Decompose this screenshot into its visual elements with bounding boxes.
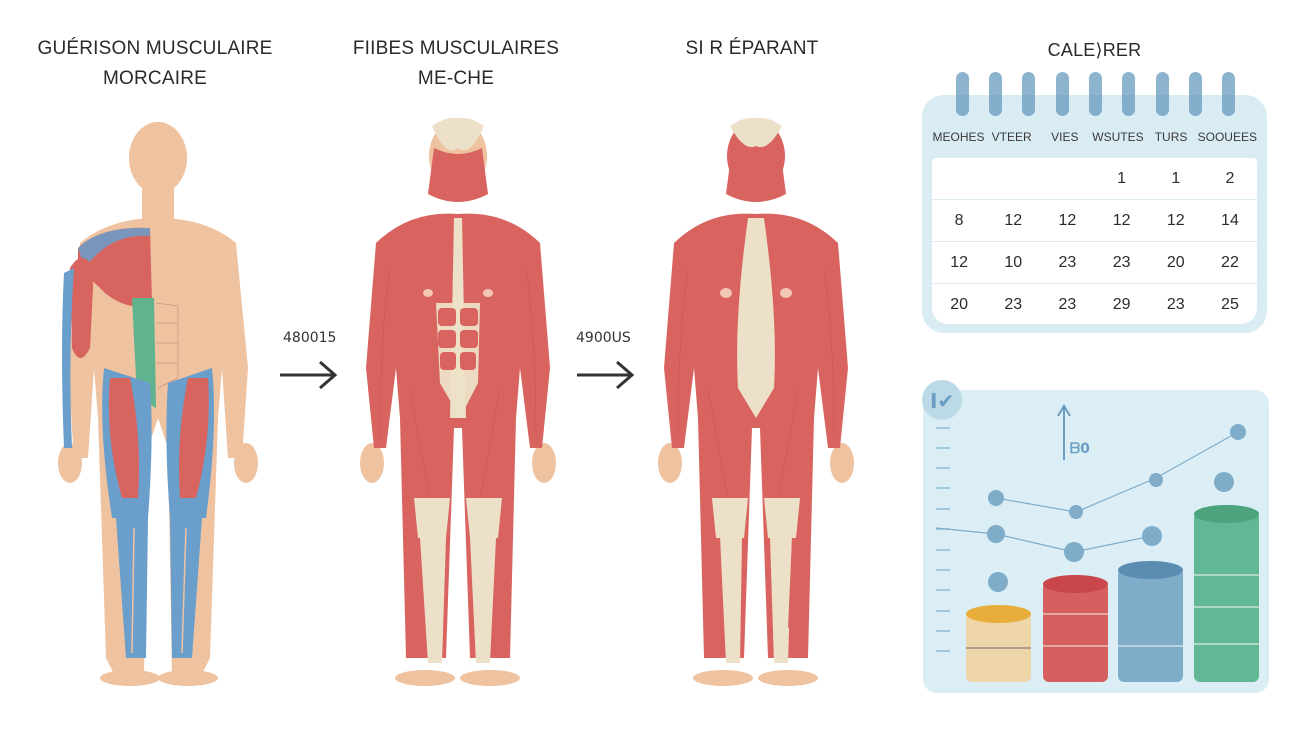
arrow-1-label: 480015 xyxy=(283,330,337,346)
calendar-cell[interactable]: 23 xyxy=(1112,253,1131,271)
calendar-header: VTEER xyxy=(991,130,1032,144)
panel-1-title-line2: MORCAIRE xyxy=(103,68,207,89)
calendar-cell[interactable]: 23 xyxy=(1166,295,1185,313)
calendar-cell[interactable]: 1 xyxy=(1117,169,1127,187)
body-figure-muscle-fibers xyxy=(360,118,556,686)
svg-text:ᗷ0: ᗷ0 xyxy=(1070,441,1090,457)
panel-3-title-line1: SI R ÉPARANT xyxy=(685,38,819,59)
calendar-ring xyxy=(1089,72,1102,116)
panel-1-title-line1: GUÉRISON MUSCULAIRE xyxy=(37,38,273,59)
calendar-ring xyxy=(956,72,969,116)
body-figure-repaired xyxy=(658,118,854,686)
calendar-cell[interactable]: 23 xyxy=(1058,253,1077,271)
arrow-right-icon xyxy=(280,360,338,390)
calendar-ring xyxy=(1122,72,1135,116)
calendar-cell[interactable]: 12 xyxy=(1004,211,1023,229)
arrow-right-icon xyxy=(577,360,635,390)
calendar-title: CALE⟩RER xyxy=(1047,40,1142,60)
calendar-row: 8 12 12 12 12 14 xyxy=(932,200,1257,242)
calendar-row: 20 23 23 29 23 25 xyxy=(932,284,1257,325)
panel-2-title-line2: ME-CHE xyxy=(417,68,495,89)
calendar-header-row: MEOHES VTEER VIES WSUTES TURS SOOUEES xyxy=(932,130,1257,144)
calendar-row: 1 1 2 xyxy=(932,158,1257,200)
calendar-cell[interactable]: 8 xyxy=(954,211,964,229)
calendar-cell[interactable]: 12 xyxy=(1166,211,1185,229)
calendar-ring xyxy=(989,72,1002,116)
panel-3-title: SI R ÉPARANT xyxy=(602,34,902,64)
calendar-cell[interactable]: 25 xyxy=(1221,295,1239,313)
panel-2-title-line1: FIIBES MUSCULAIRES xyxy=(352,38,560,59)
calendar-cell[interactable]: 1 xyxy=(1171,169,1181,187)
calendar-cell[interactable]: 12 xyxy=(950,253,968,271)
calendar-ring xyxy=(1022,72,1035,116)
calendar-header: MEOHES xyxy=(932,130,985,144)
panel-2-title: FIIBES MUSCULAIRES ME-CHE xyxy=(306,34,606,94)
calendar-header: TURS xyxy=(1154,130,1188,144)
calendar-cell[interactable]: 22 xyxy=(1221,253,1239,271)
calendar-cell[interactable]: 23 xyxy=(1004,295,1023,313)
arrow-2-label: 4900US xyxy=(576,330,631,346)
calendar-cell[interactable]: 12 xyxy=(1112,211,1131,229)
calendar-cell[interactable]: 23 xyxy=(1058,295,1077,313)
calendar-cell[interactable]: 29 xyxy=(1112,295,1131,313)
calendar-cell[interactable]: 2 xyxy=(1225,169,1235,187)
calendar-header: SOOUEES xyxy=(1197,130,1257,144)
calendar-header: WSUTES xyxy=(1092,130,1144,144)
calendar-row: 12 10 23 23 20 22 xyxy=(932,242,1257,284)
svg-text:I✔: I✔ xyxy=(930,389,954,413)
calendar-ring xyxy=(1189,72,1202,116)
progress-chart-graphic: I✔ ᗷ0 xyxy=(922,380,1259,682)
calendar-cell[interactable]: 20 xyxy=(950,295,968,313)
check-badge-icon xyxy=(922,380,962,420)
calendar-ring xyxy=(1156,72,1169,116)
calendar-cell[interactable]: 20 xyxy=(1166,253,1185,271)
calendar-cell[interactable]: 10 xyxy=(1004,253,1023,271)
calendar-cell[interactable]: 12 xyxy=(1058,211,1077,229)
calendar-ring xyxy=(1056,72,1069,116)
calendar-ring xyxy=(1222,72,1235,116)
calendar-header: VIES xyxy=(1051,130,1079,144)
panel-1-title: GUÉRISON MUSCULAIRE MORCAIRE xyxy=(0,34,310,94)
body-figure-injured xyxy=(58,122,258,686)
calendar-cell[interactable]: 14 xyxy=(1221,211,1239,229)
